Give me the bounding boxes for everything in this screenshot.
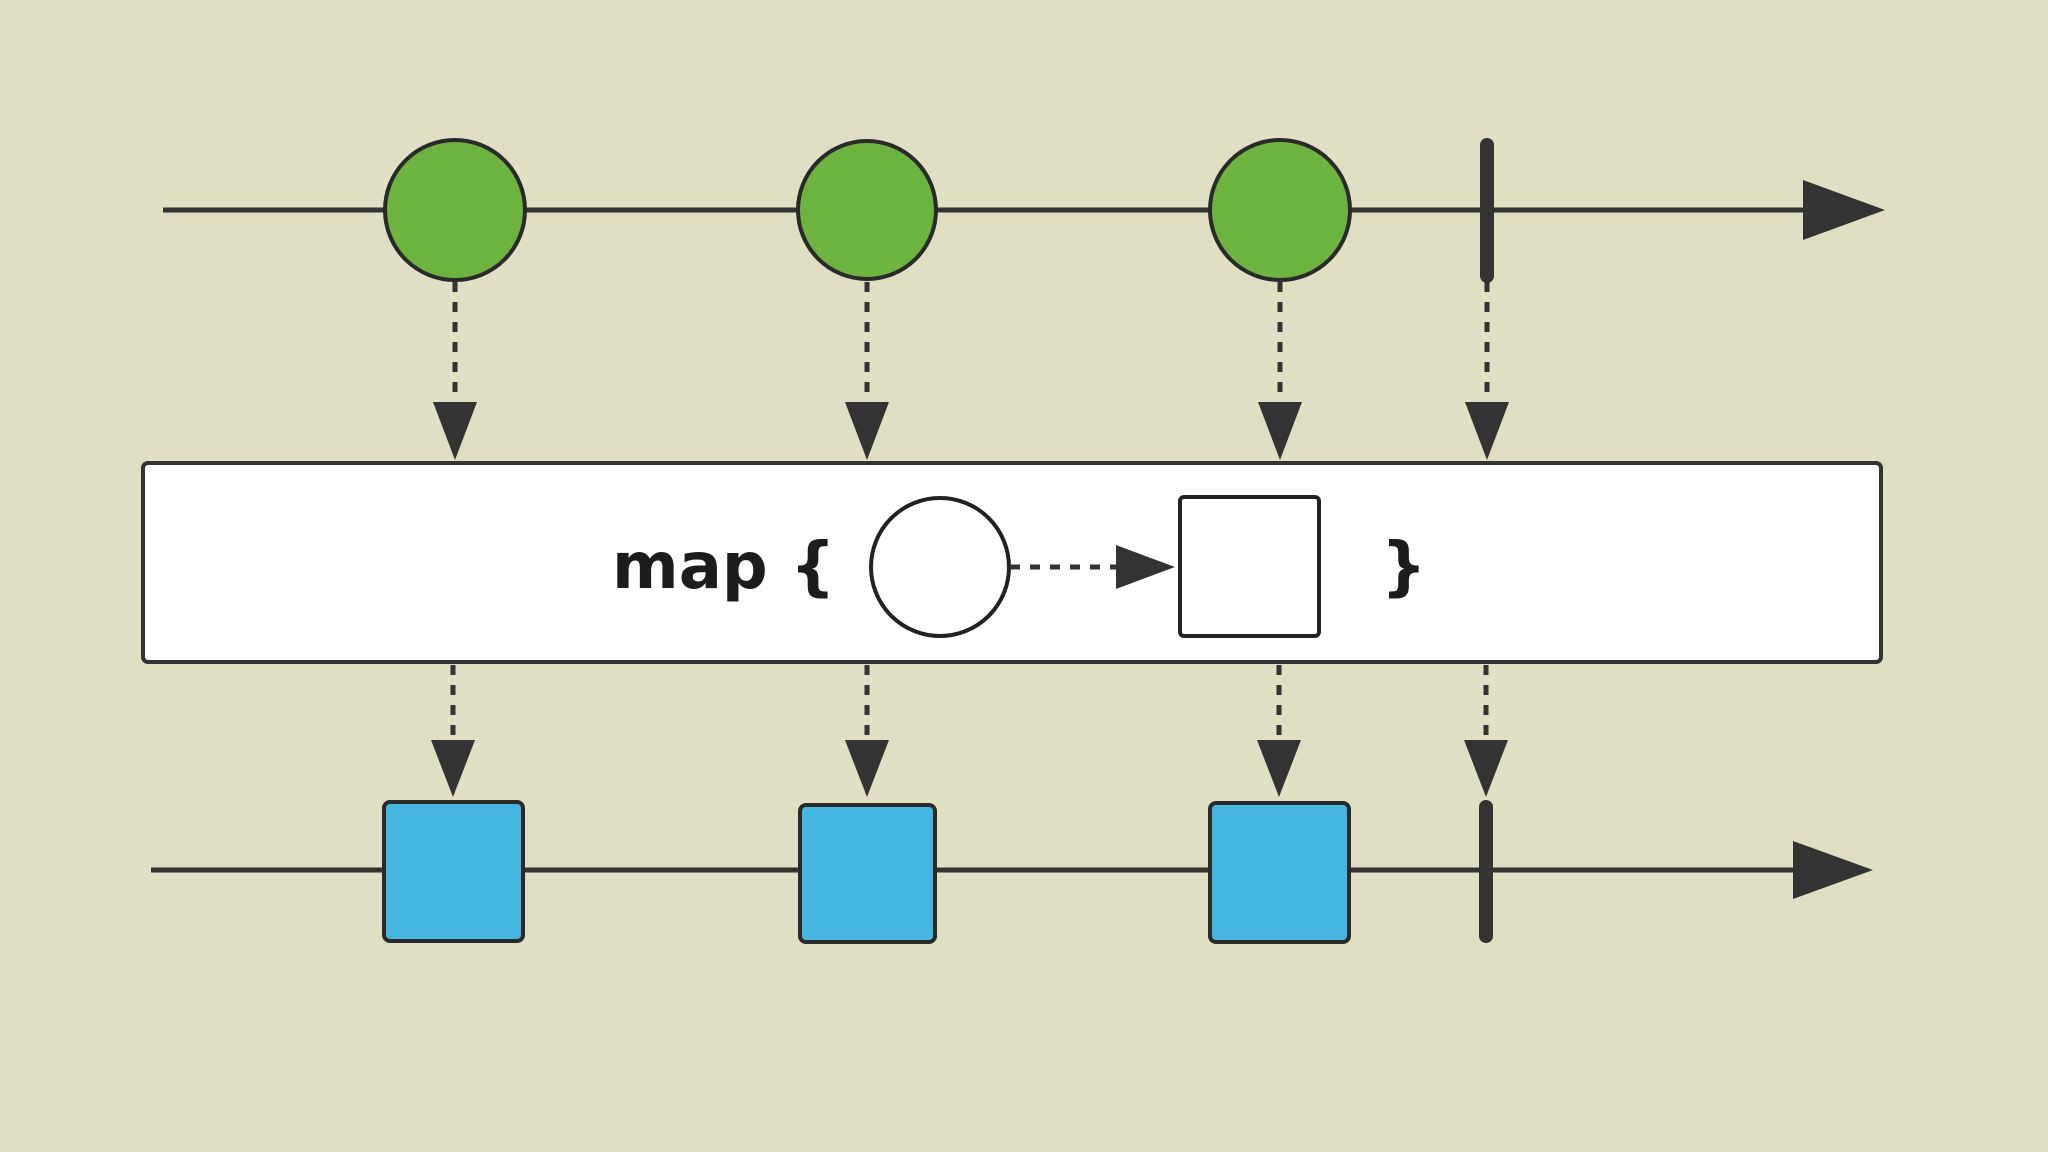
input-marble-circle-icon xyxy=(796,139,938,281)
output-marbles xyxy=(382,800,1351,944)
input-marbles xyxy=(383,138,1352,282)
output-connector-arrowheads xyxy=(431,740,1508,797)
output-marble-square-icon xyxy=(798,803,937,944)
arrowhead-down-icon xyxy=(431,740,475,797)
input-marble-circle-icon xyxy=(383,138,527,282)
arrowhead-right-icon xyxy=(1116,545,1175,589)
arrowhead-down-icon xyxy=(433,402,477,460)
operator-input-circle-icon xyxy=(869,496,1011,638)
arrowhead-down-icon xyxy=(1464,740,1508,797)
operator-label-prefix: map { xyxy=(612,530,836,604)
arrowhead-down-icon xyxy=(845,740,889,797)
arrowhead-down-icon xyxy=(1465,402,1509,460)
operator-output-square-icon xyxy=(1178,495,1321,638)
input-timeline-arrowhead xyxy=(1803,180,1885,240)
output-completion-marker xyxy=(1479,800,1493,943)
arrowhead-down-icon xyxy=(1257,740,1301,797)
input-connectors xyxy=(452,282,1490,412)
input-marble-circle-icon xyxy=(1208,138,1352,282)
output-connectors xyxy=(450,665,1489,745)
arrowhead-down-icon xyxy=(845,402,889,460)
operator-box xyxy=(141,461,1883,664)
output-timeline-arrowhead xyxy=(1793,841,1873,899)
arrowhead-down-icon xyxy=(1258,402,1302,460)
operator-label-suffix: } xyxy=(1381,530,1427,604)
input-connector-arrowheads xyxy=(433,402,1509,460)
input-completion-marker xyxy=(1480,138,1494,283)
output-marble-square-icon xyxy=(382,800,525,943)
output-marble-square-icon xyxy=(1208,801,1351,944)
